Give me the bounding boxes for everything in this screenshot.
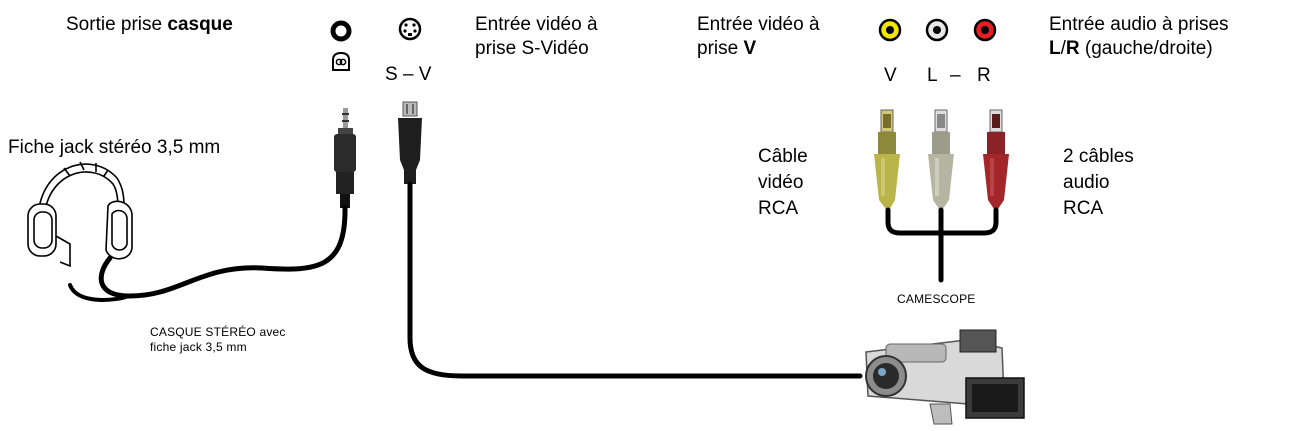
audio-jack-red-icon — [973, 18, 997, 42]
headphone-plug — [334, 108, 356, 208]
jack-label-l: L — [927, 65, 938, 86]
headphones-caption-line2: fiche jack 3,5 mm — [150, 340, 247, 354]
audio-input-label-line2: L/R (gauche/droite) — [1049, 38, 1213, 59]
audio-cables-label-line3: RCA — [1063, 198, 1104, 219]
headphones-caption-line1: CASQUE STÉRÉO avec — [150, 325, 286, 339]
video-cable-label-line2: vidéo — [758, 172, 804, 193]
headphones-icon — [27, 161, 133, 268]
video-input-label-line1: Entrée vidéo à — [697, 14, 820, 35]
rca-plug-red — [983, 109, 1009, 212]
video-cable-label-line3: RCA — [758, 198, 799, 219]
svideo-input-label-line1: Entrée vidéo à — [475, 14, 598, 35]
audio-jack-white-icon — [925, 18, 949, 42]
video-cable-label-line1: Câble — [758, 146, 808, 167]
headphone-symbol-icon — [332, 51, 350, 71]
rca-plug-yellow — [874, 109, 900, 212]
jack-label-v: V — [884, 65, 897, 86]
audio-input-label-line1: Entrée audio à prises — [1049, 14, 1229, 35]
svideo-plug — [398, 101, 422, 184]
camcorder-label: CAMESCOPE — [897, 292, 976, 306]
camcorder-icon — [865, 329, 1025, 425]
headphone-jack-icon — [330, 20, 352, 42]
headphone-output-label: Sortie prise casque — [66, 14, 233, 35]
jack-label-r: R — [977, 65, 991, 86]
svideo-input-label-line2: prise S-Vidéo — [475, 38, 589, 59]
jack-label-dash: – — [950, 65, 961, 86]
headphone-cable-split — [68, 283, 130, 302]
headphone-cable — [98, 204, 348, 299]
video-input-label-line2: prise V — [697, 38, 757, 59]
video-jack-yellow-icon — [878, 18, 902, 42]
rca-plug-white — [928, 109, 954, 212]
rca-cables — [885, 207, 999, 283]
svideo-jack-icon — [398, 17, 422, 41]
audio-cables-label-line2: audio — [1063, 172, 1110, 193]
plug-label: Fiche jack stéréo 3,5 mm — [8, 137, 221, 158]
svideo-cable — [407, 181, 863, 379]
audio-cables-label-line1: 2 câbles — [1063, 146, 1134, 167]
svideo-jack-label: S – V — [385, 64, 432, 85]
